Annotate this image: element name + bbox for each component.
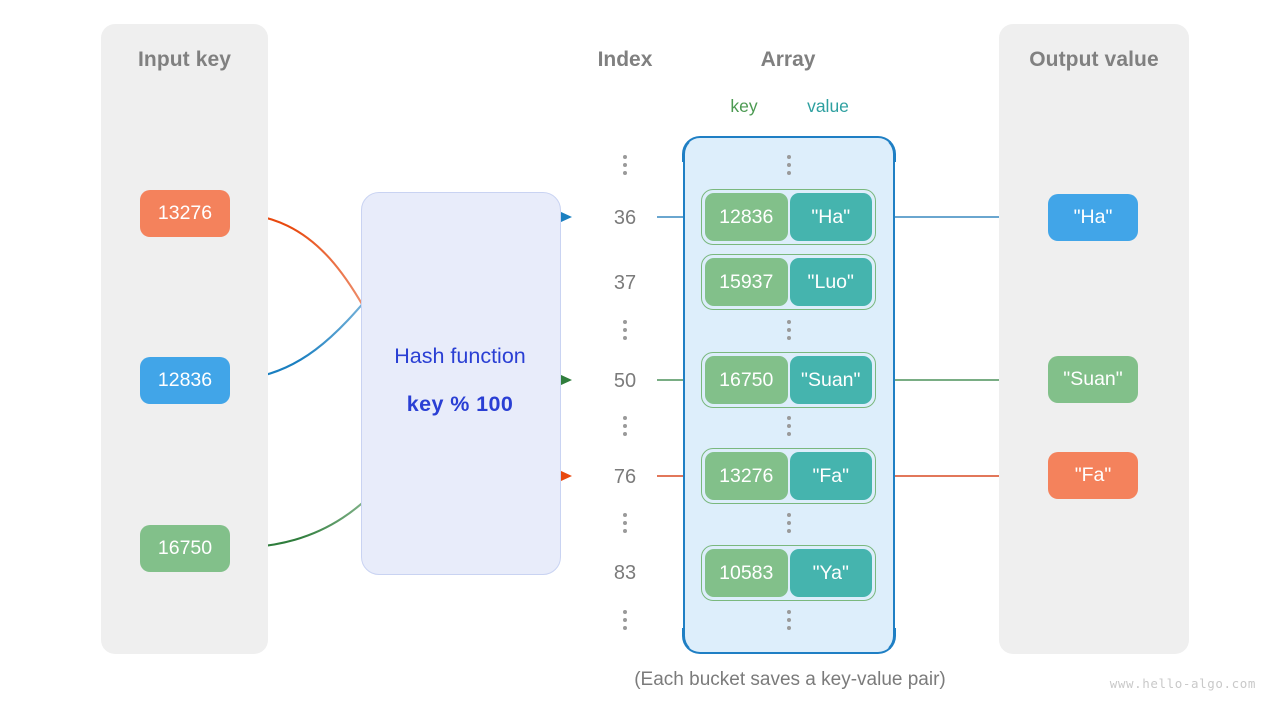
- bucket-50[interactable]: 16750 "Suan": [701, 352, 876, 408]
- output-panel-title: Output value: [1029, 48, 1159, 71]
- index-ellipsis-bottom: [615, 610, 635, 630]
- bucket-83-value: "Ya": [789, 549, 872, 597]
- bucket-37[interactable]: 15937 "Luo": [701, 254, 876, 310]
- input-key-chip-13276[interactable]: 13276: [140, 190, 230, 237]
- bucket-76[interactable]: 13276 "Fa": [701, 448, 876, 504]
- index-label-37: 37: [613, 272, 637, 294]
- value-subheader: value: [807, 96, 849, 116]
- key-subheader: key: [730, 96, 758, 116]
- index-label-50: 50: [613, 370, 637, 392]
- hash-function-label: Hash function: [394, 344, 526, 368]
- output-value-chip-fa[interactable]: "Fa": [1048, 452, 1138, 499]
- index-ellipsis-3: [615, 416, 635, 436]
- bucket-36-value: "Ha": [789, 193, 872, 241]
- input-panel-title: Input key: [137, 48, 232, 71]
- bucket-37-value: "Luo": [789, 258, 872, 306]
- bucket-76-key: 13276: [705, 452, 788, 500]
- hash-function-box: [361, 192, 561, 575]
- hash-function-formula: key % 100: [406, 392, 514, 416]
- index-ellipsis-4: [615, 513, 635, 533]
- bucket-76-value: "Fa": [789, 452, 872, 500]
- array-ellipsis-2: [779, 320, 799, 340]
- array-column-header: Array: [760, 48, 816, 71]
- output-value-chip-ha[interactable]: "Ha": [1048, 194, 1138, 241]
- index-label-83: 83: [613, 562, 637, 584]
- index-ellipsis-top: [615, 155, 635, 175]
- bucket-50-key: 16750: [705, 356, 788, 404]
- bucket-83[interactable]: 10583 "Ya": [701, 545, 876, 601]
- output-value-chip-suan[interactable]: "Suan": [1048, 356, 1138, 403]
- bucket-50-value: "Suan": [789, 356, 872, 404]
- array-ellipsis-4: [779, 513, 799, 533]
- bucket-83-key: 10583: [705, 549, 788, 597]
- output-value-panel: Output value: [999, 24, 1189, 654]
- index-ellipsis-2: [615, 320, 635, 340]
- index-label-76: 76: [613, 466, 637, 488]
- input-key-chip-12836[interactable]: 12836: [140, 357, 230, 404]
- array-ellipsis-3: [779, 416, 799, 436]
- diagram-caption: (Each bucket saves a key-value pair): [634, 669, 946, 690]
- index-column-header: Index: [597, 48, 653, 71]
- input-key-chip-16750[interactable]: 16750: [140, 525, 230, 572]
- bucket-36-key: 12836: [705, 193, 788, 241]
- array-ellipsis-bottom: [779, 610, 799, 630]
- bucket-37-key: 15937: [705, 258, 788, 306]
- bucket-36[interactable]: 12836 "Ha": [701, 189, 876, 245]
- index-label-36: 36: [613, 207, 637, 229]
- array-ellipsis-top: [779, 155, 799, 175]
- site-watermark: www.hello-algo.com: [1109, 676, 1256, 691]
